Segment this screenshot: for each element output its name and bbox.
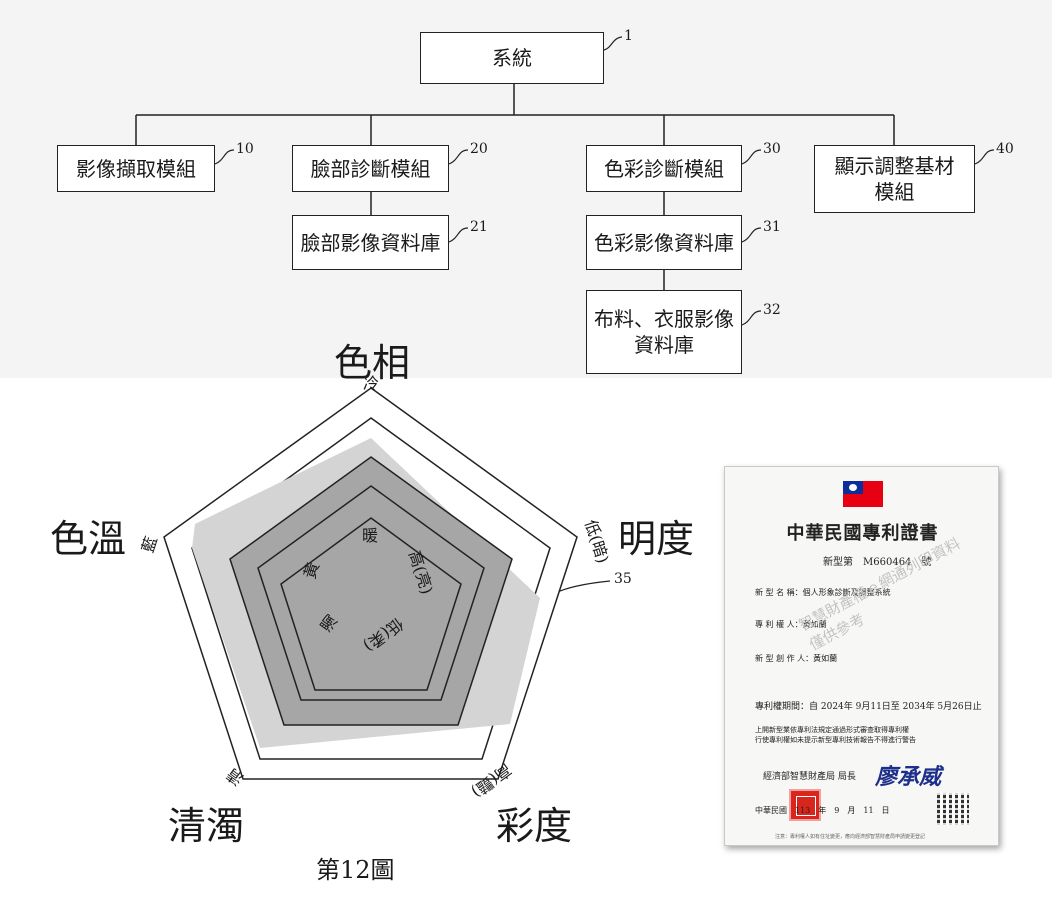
certificate-office-line: 經濟部智慧財產局 局長 [763,772,856,782]
certificate-name-line: 新 型 名 稱：個人形象診斷及調整系統 [755,588,891,597]
ref-system: 1 [624,28,633,44]
radar-chart [163,387,578,780]
ref-image-capture: 10 [236,141,254,157]
hue-inner-tick: 暖 [362,526,379,545]
certificate-patent-number: 新型第 M660464 號 [823,557,932,568]
ref-display-base: 40 [996,141,1014,157]
certificate-date-line: 中華民國 113 年 9 月 11 日 [755,806,890,815]
radar-ring-1 [280,517,462,691]
face-image-database-box: 臉部影像資料庫 [292,215,449,270]
axis-brightness-label: 明度 [618,517,695,561]
qr-code-icon [937,793,969,825]
certificate-footer-line: 注意：專利權人如有住址變更，應向經濟部智慧財產局申請變更登記 [775,834,926,840]
ref-radar-profile: 35 [614,571,632,587]
ref-fabric-db: 32 [763,302,781,318]
axis-clarity-label: 清濁 [168,804,245,848]
seal-inner-border [796,796,816,816]
ref-color-db: 31 [763,219,781,235]
certificate-patentee-line: 專 利 權 人：黃如蘭 [755,620,827,629]
certificate-notice-line-2: 行使專利權如未提示新型專利技術報告不得進行警告 [755,736,916,744]
fabric-clothing-database-box: 布料、衣服影像 資料庫 [586,290,742,374]
figure-caption: 第12圖 [316,856,395,884]
image-capture-module-box: 影像擷取模組 [57,145,215,192]
certificate-notice-line-1: 上開新型業依專利法規定通過形式審查取得專利權 [755,726,909,734]
patent-certificate: 中華民國專利證書 新型第 M660464 號 新 型 名 稱：個人形象診斷及調整… [724,466,999,846]
axis-saturation-label: 彩度 [496,804,573,848]
ref-color-diagnosis: 30 [763,141,781,157]
display-base-module-box: 顯示調整基材 模組 [814,145,975,213]
flag-sun [849,484,857,491]
face-diagnosis-module-box: 臉部診斷模組 [292,145,449,192]
color-image-database-box: 色彩影像資料庫 [586,215,742,270]
hue-outer-tick: 冷 [363,374,380,393]
ref-face-diagnosis: 20 [470,141,488,157]
certificate-title: 中華民國專利證書 [786,523,939,544]
color-diagnosis-module-box: 色彩診斷模組 [586,145,742,192]
certificate-term-line: 專利權期間：自 2024年 9月11日至 2034年 5月26日止 [755,702,982,712]
axis-hue-label: 色相 [334,341,411,385]
official-seal-icon [789,789,821,821]
certificate-creator-line: 新 型 創 作 人：黃如蘭 [755,654,838,663]
certificate-signature: 廖承威 [875,764,942,790]
ref-face-db: 21 [470,219,488,235]
tree-connectors [135,84,895,290]
taiwan-flag-icon [843,481,883,507]
axis-temperature-label: 色溫 [50,517,127,561]
system-box: 系統 [420,32,604,84]
